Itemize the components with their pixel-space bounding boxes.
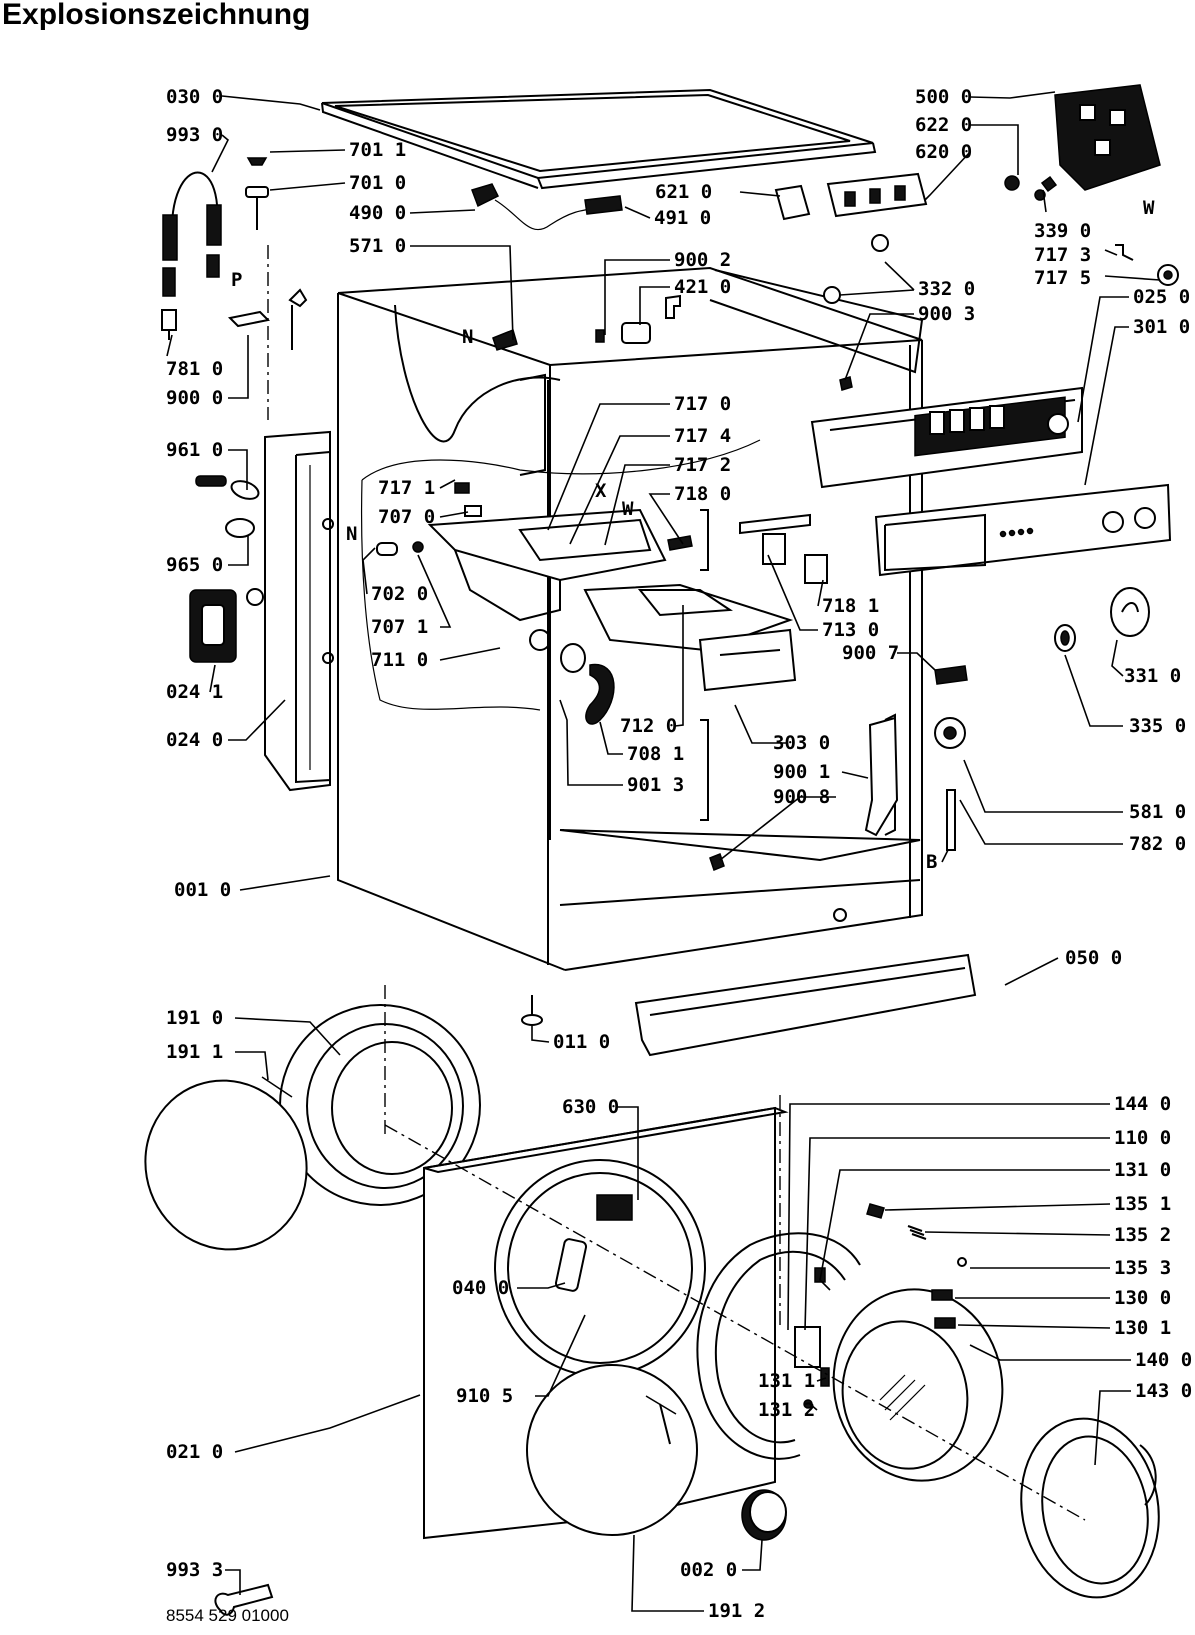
label-581-0: 581 0 bbox=[1129, 801, 1186, 823]
control-panel-part bbox=[810, 386, 1083, 489]
label-717-1: 717 1 bbox=[378, 477, 435, 499]
callout-labels: 030 0 993 0 701 1 701 0 490 0 571 0 781 … bbox=[166, 86, 1192, 1622]
reference-letters: P N N X W W B bbox=[231, 197, 1155, 873]
label-001-0: 001 0 bbox=[174, 879, 231, 901]
label-717-3: 717 3 bbox=[1034, 244, 1091, 266]
leader-lines bbox=[166, 91, 1161, 1612]
label-331-0: 331 0 bbox=[1124, 665, 1181, 687]
label-620-0: 620 0 bbox=[915, 141, 972, 163]
label-993-0: 993 0 bbox=[166, 124, 223, 146]
label-717-4: 717 4 bbox=[674, 425, 731, 447]
label-021-0: 021 0 bbox=[166, 1441, 223, 1463]
label-301-0: 301 0 bbox=[1133, 316, 1190, 338]
label-717-5: 717 5 bbox=[1034, 267, 1091, 289]
label-500-0: 500 0 bbox=[915, 86, 972, 108]
label-002-0: 002 0 bbox=[680, 1559, 737, 1581]
label-135-1: 135 1 bbox=[1114, 1193, 1171, 1215]
front-door-panel-part bbox=[423, 1106, 789, 1540]
label-901-3: 901 3 bbox=[627, 774, 684, 796]
label-965-0: 965 0 bbox=[166, 554, 223, 576]
label-702-0: 702 0 bbox=[371, 583, 428, 605]
label-701-0: 701 0 bbox=[349, 172, 406, 194]
label-130-1: 130 1 bbox=[1114, 1317, 1171, 1339]
label-718-1: 718 1 bbox=[822, 595, 879, 617]
label-717-2: 717 2 bbox=[674, 454, 731, 476]
label-191-0: 191 0 bbox=[166, 1007, 223, 1029]
label-130-0: 130 0 bbox=[1114, 1287, 1171, 1309]
knob-parts bbox=[1054, 587, 1150, 652]
label-718-0: 718 0 bbox=[674, 483, 731, 505]
label-191-1: 191 1 bbox=[166, 1041, 223, 1063]
document-number: 8554 529 01000 bbox=[166, 1606, 289, 1625]
label-707-1: 707 1 bbox=[371, 616, 428, 638]
letter-x: X bbox=[595, 480, 607, 502]
label-900-0: 900 0 bbox=[166, 387, 223, 409]
top-lid-part bbox=[321, 88, 877, 190]
letter-w-top: W bbox=[1143, 197, 1155, 219]
label-191-2: 191 2 bbox=[708, 1600, 765, 1622]
label-900-7: 900 7 bbox=[842, 642, 899, 664]
label-701-1: 701 1 bbox=[349, 139, 406, 161]
label-713-0: 713 0 bbox=[822, 619, 879, 641]
label-622-0: 622 0 bbox=[915, 114, 972, 136]
label-491-0: 491 0 bbox=[654, 207, 711, 229]
small-parts bbox=[161, 157, 1179, 1026]
side-panel-part bbox=[264, 430, 334, 792]
label-339-0: 339 0 bbox=[1034, 220, 1091, 242]
label-900-8: 900 8 bbox=[773, 786, 830, 808]
label-110-0: 110 0 bbox=[1114, 1127, 1171, 1149]
label-144-0: 144 0 bbox=[1114, 1093, 1171, 1115]
label-421-0: 421 0 bbox=[674, 276, 731, 298]
label-135-3: 135 3 bbox=[1114, 1257, 1171, 1279]
label-707-0: 707 0 bbox=[378, 506, 435, 528]
electronics-module-part bbox=[1004, 84, 1161, 201]
label-571-0: 571 0 bbox=[349, 235, 406, 257]
plinth-part bbox=[634, 953, 977, 1057]
label-143-0: 143 0 bbox=[1135, 1380, 1192, 1402]
door-glass-part bbox=[832, 1288, 1004, 1482]
page-title: Explosionszeichnung bbox=[2, 0, 311, 31]
label-900-1: 900 1 bbox=[773, 761, 830, 783]
label-030-0: 030 0 bbox=[166, 86, 223, 108]
label-040-0: 040 0 bbox=[452, 1277, 509, 1299]
label-011-0: 011 0 bbox=[553, 1031, 610, 1053]
label-782-0: 782 0 bbox=[1129, 833, 1186, 855]
label-621-0: 621 0 bbox=[655, 181, 712, 203]
label-961-0: 961 0 bbox=[166, 439, 223, 461]
label-131-1: 131 1 bbox=[758, 1370, 815, 1392]
label-131-2: 131 2 bbox=[758, 1399, 815, 1421]
letter-w-drawer: W bbox=[622, 498, 634, 520]
label-900-2: 900 2 bbox=[674, 249, 731, 271]
label-708-1: 708 1 bbox=[627, 743, 684, 765]
label-335-0: 335 0 bbox=[1129, 715, 1186, 737]
label-140-0: 140 0 bbox=[1135, 1349, 1192, 1371]
label-910-5: 910 5 bbox=[456, 1385, 513, 1407]
label-303-0: 303 0 bbox=[773, 732, 830, 754]
letter-b: B bbox=[926, 851, 937, 873]
front-panel-part bbox=[874, 483, 1172, 577]
label-630-0: 630 0 bbox=[562, 1096, 619, 1118]
label-900-3: 900 3 bbox=[918, 303, 975, 325]
letter-p: P bbox=[231, 269, 242, 291]
door-ring-part bbox=[1020, 1417, 1160, 1599]
label-332-0: 332 0 bbox=[918, 278, 975, 300]
letter-n-top: N bbox=[462, 326, 473, 348]
label-025-0: 025 0 bbox=[1133, 286, 1190, 308]
door-gasket-part bbox=[144, 1004, 481, 1251]
label-024-1: 024 1 bbox=[166, 681, 223, 703]
letter-n-left: N bbox=[346, 523, 357, 545]
label-135-2: 135 2 bbox=[1114, 1224, 1171, 1246]
door-small-parts bbox=[214, 1203, 967, 1616]
label-993-3: 993 3 bbox=[166, 1559, 223, 1581]
label-717-0: 717 0 bbox=[674, 393, 731, 415]
label-050-0: 050 0 bbox=[1065, 947, 1122, 969]
label-131-0: 131 0 bbox=[1114, 1159, 1171, 1181]
label-711-0: 711 0 bbox=[371, 649, 428, 671]
label-024-0: 024 0 bbox=[166, 729, 223, 751]
door-frame-part bbox=[696, 1232, 861, 1541]
label-712-0: 712 0 bbox=[620, 715, 677, 737]
label-490-0: 490 0 bbox=[349, 202, 406, 224]
label-781-0: 781 0 bbox=[166, 358, 223, 380]
